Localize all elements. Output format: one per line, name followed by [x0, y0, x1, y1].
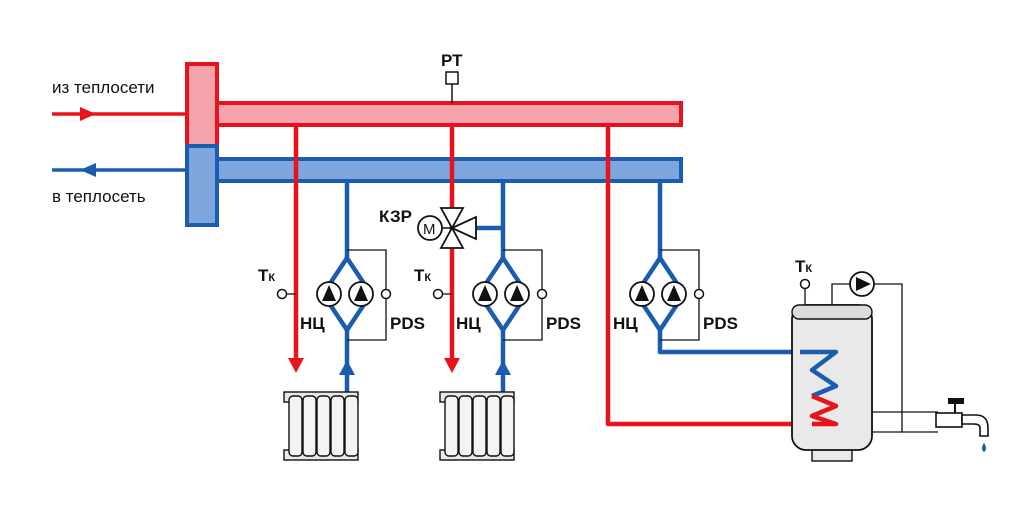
branch-boiler: НЦ PDS ТК	[605, 125, 989, 462]
return-flow-arrow	[495, 360, 511, 375]
supply-flow-arrow	[288, 358, 304, 373]
valve-label: КЗР	[379, 207, 412, 226]
coil-return	[800, 349, 839, 399]
circulation-pump	[629, 281, 655, 307]
hot-water-tank	[791, 304, 873, 462]
pressure-regulator-label: РТ	[441, 51, 463, 70]
valve-motor	[417, 215, 443, 241]
coil-supply	[809, 393, 839, 427]
temp-sensor-label: ТК	[795, 257, 812, 276]
pds-label: PDS	[703, 314, 738, 333]
circulation-pump	[661, 281, 687, 307]
recirculation-pump	[849, 271, 875, 297]
pump-group-label: НЦ	[456, 314, 481, 333]
collector	[185, 62, 219, 227]
branch-radiator-1: ТК НЦ PDS	[258, 125, 425, 461]
branch-radiator-2: М КЗР ТК НЦ PDS	[379, 125, 581, 461]
radiator	[283, 391, 359, 461]
circulation-pump	[472, 281, 498, 307]
return-out-label: в теплосеть	[52, 187, 146, 206]
pump-group-label: НЦ	[300, 314, 325, 333]
three-way-valve: М	[417, 207, 477, 249]
return-main-pipe	[215, 157, 683, 183]
circulation-pump	[316, 281, 342, 307]
pump-group-label: НЦ	[613, 314, 638, 333]
supply-main-pipe	[215, 101, 683, 127]
return-flow-arrow	[339, 360, 355, 375]
temp-sensor-label: ТК	[414, 266, 431, 285]
radiator	[439, 391, 515, 461]
outlet-arrow	[52, 163, 187, 177]
valve-motor-label: М	[423, 221, 436, 238]
inlet-arrow	[52, 107, 187, 121]
supply-flow-arrow	[444, 358, 460, 373]
temp-sensor-label: ТК	[258, 266, 275, 285]
pressure-regulator: РТ	[441, 51, 463, 103]
supply-in-label: из теплосети	[52, 78, 155, 97]
collector-return-part	[185, 144, 219, 227]
pds-label: PDS	[546, 314, 581, 333]
circulation-pump	[348, 281, 374, 307]
circulation-pump	[504, 281, 530, 307]
water-tap-icon	[935, 398, 989, 452]
collector-supply-part	[185, 62, 219, 148]
pds-label: PDS	[390, 314, 425, 333]
